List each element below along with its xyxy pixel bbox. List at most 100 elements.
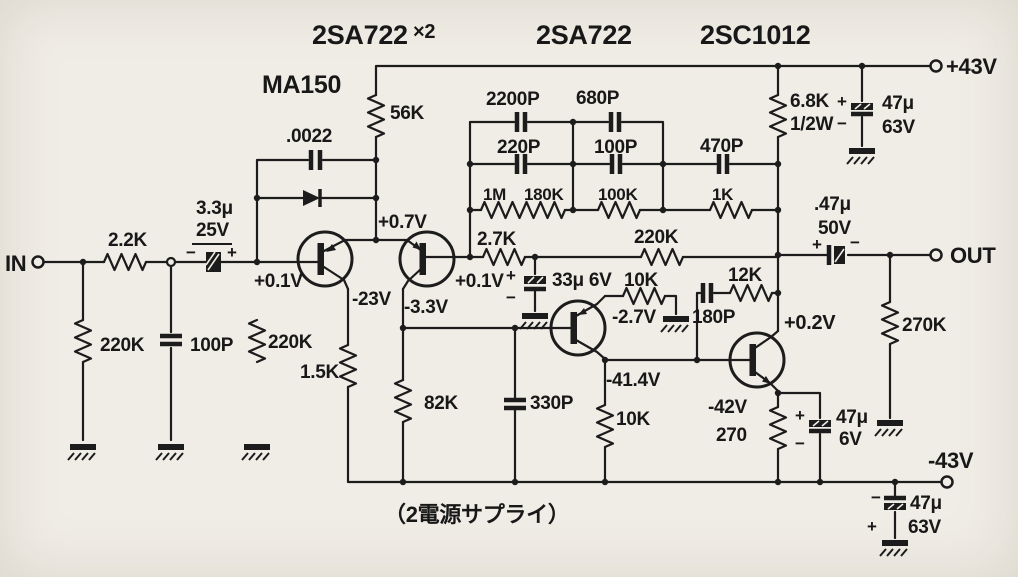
label-r-1k: 1K xyxy=(712,185,734,204)
resistor-180k-symbol xyxy=(521,200,567,220)
capacitor-470p-symbol xyxy=(716,154,730,174)
label-r-2k7: 2.7K xyxy=(477,229,517,250)
label-v-q4-collector: +0.2V xyxy=(784,312,836,334)
ground-270k-icon xyxy=(874,420,903,437)
resistor-2k7-symbol xyxy=(481,247,527,267)
ground-47u-63v-bottom-icon xyxy=(879,540,908,557)
transistor-q4 xyxy=(728,329,786,393)
mark-minus-47u-out: − xyxy=(850,233,860,252)
terminal-in xyxy=(31,255,45,269)
capacitor-3u3-symbol xyxy=(205,251,221,272)
capacitor-180p-symbol xyxy=(700,283,714,303)
capacitor-47u-6v-symbol xyxy=(809,420,831,434)
capacitor-330p-symbol xyxy=(504,397,526,411)
mark-minus-33u: − xyxy=(506,288,516,307)
terminal-out xyxy=(929,248,943,262)
mark-plus-33u: + xyxy=(506,266,516,285)
capacitor-220p-symbol xyxy=(514,154,528,174)
label-q4-type: 2SC1012 xyxy=(700,20,811,50)
resistor-10k-emitter-symbol xyxy=(621,286,667,306)
label-c-220p: 220P xyxy=(497,137,541,158)
label-r-6k8: 6.8K xyxy=(790,91,830,112)
label-v-q1-emitter: +0.7V xyxy=(378,212,427,233)
label-r-82k: 82K xyxy=(424,393,459,414)
transistor-q3 xyxy=(549,294,607,361)
mark-plus-3u3: + xyxy=(227,243,237,262)
label-c-47u-out: .47μ xyxy=(814,194,851,215)
resistor-270-symbol xyxy=(768,405,788,451)
resistor-1k-symbol xyxy=(708,200,754,220)
capacitor-100p-symbol xyxy=(609,154,623,174)
diode-ma150-symbol xyxy=(303,189,322,207)
label-v-q1-base: +0.1V xyxy=(254,271,303,292)
resistor-220k-input-symbol xyxy=(73,318,93,364)
terminal-minus43 xyxy=(940,475,954,489)
label-c-2200p: 2200P xyxy=(486,89,540,110)
label-c-47u-6v-volt: 6V xyxy=(839,429,862,450)
open-junction xyxy=(165,256,177,268)
label-r-100k: 100K xyxy=(598,185,638,204)
transistor-q1 xyxy=(296,230,354,291)
wires xyxy=(42,64,943,540)
resistor-10k-collector-symbol xyxy=(595,403,615,449)
label-v-q3-emitter: -2.7V xyxy=(612,307,657,328)
label-r-bias: 220K xyxy=(268,332,313,353)
label-c-100p: 100P xyxy=(594,137,638,158)
label-q12-type: 2SA722 xyxy=(312,20,408,50)
mark-minus-3u3: − xyxy=(186,243,196,262)
resistor-56k-symbol xyxy=(366,93,386,139)
label-c-180p: 180P xyxy=(692,307,736,328)
label-r-180k: 180K xyxy=(524,185,564,204)
mark-plus-47u-63v-top: + xyxy=(837,92,847,111)
resistor-6k8-symbol xyxy=(768,93,788,139)
label-c-47u-63v-top-volt: 63V xyxy=(882,117,916,138)
label-terminal-out: OUT xyxy=(950,243,996,268)
capacitor-0022-symbol xyxy=(308,150,323,170)
label-c-input-shunt: 100P xyxy=(190,335,234,356)
mark-plus-47u-6v: + xyxy=(795,406,805,425)
mark-plus-47u-63v-bot: + xyxy=(867,517,877,536)
label-r-1m: 1M xyxy=(483,185,506,204)
label-r-10k-collector: 10K xyxy=(616,409,651,430)
capacitor-2200p-symbol xyxy=(514,112,528,132)
resistor-2k2-symbol xyxy=(102,252,148,272)
label-terminal-plus43: +43V xyxy=(946,54,997,79)
label-c-680p: 680P xyxy=(576,88,620,109)
transistor-q2 xyxy=(398,230,456,291)
label-note-power-supply: （2電源サプライ） xyxy=(384,502,570,527)
label-c-feedback: .0022 xyxy=(286,126,332,147)
label-c-47u-63v-bot: 47μ xyxy=(910,493,942,514)
mark-minus-47u-6v: − xyxy=(795,434,805,453)
resistor-12k-symbol xyxy=(728,283,774,303)
label-r-10k-emitter: 10K xyxy=(624,270,659,291)
resistor-270k-symbol xyxy=(880,300,900,346)
label-c-47u-6v: 47μ xyxy=(836,407,868,428)
capacitor-100p-input-symbol xyxy=(160,333,182,347)
label-c-coupling: 3.3μ xyxy=(196,198,233,219)
label-c-470p: 470P xyxy=(700,136,744,157)
label-r-input-shunt: 220K xyxy=(100,335,145,356)
label-c-330p: 330P xyxy=(530,393,574,414)
label-r-56k: 56K xyxy=(390,103,425,124)
label-q12-mult: ×2 xyxy=(413,21,435,43)
label-r-12k: 12K xyxy=(728,265,763,286)
label-v-q2-collector: -3.3V xyxy=(404,297,449,318)
label-c-33u: 33μ 6V xyxy=(552,270,612,291)
label-v-q2-base: +0.1V xyxy=(455,271,504,292)
label-c-47u-63v-top: 47μ xyxy=(882,93,914,114)
resistor-82k-symbol xyxy=(393,378,413,424)
ground-47u-63v-top-icon xyxy=(846,148,875,165)
mark-plus-47u-out: + xyxy=(812,235,822,254)
label-v-q4-emitter: -42V xyxy=(708,397,748,418)
label-r-input: 2.2K xyxy=(108,230,148,251)
mark-minus-47u-63v-bot: − xyxy=(871,488,881,507)
label-v-q1-collector: -23V xyxy=(352,289,392,310)
ground-10k-emitter-icon xyxy=(660,316,689,333)
label-c-47u-63v-bot-volt: 63V xyxy=(908,517,942,538)
label-terminal-minus43: -43V xyxy=(928,448,974,473)
capacitor-47u-out-symbol xyxy=(826,245,845,265)
mark-minus-47u-63v-top: − xyxy=(837,114,847,133)
ground-input-shunt-icon xyxy=(67,444,96,461)
